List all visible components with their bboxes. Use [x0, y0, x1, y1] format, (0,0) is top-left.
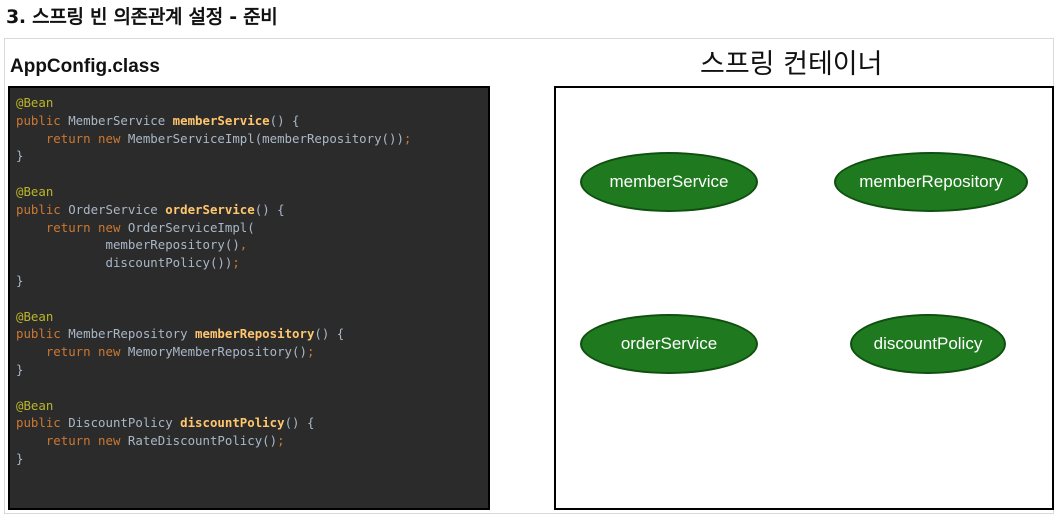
code-line [16, 290, 488, 308]
bean-order-service: orderService [580, 314, 758, 374]
code-token: MemberService [68, 112, 173, 128]
code-token: () { [254, 201, 285, 217]
code-token: MemberRepository [68, 326, 196, 342]
code-line: return new OrderServiceImpl( [16, 219, 488, 237]
spring-container-box: memberService memberRepository orderServ… [554, 86, 1054, 510]
code-token: return new [16, 219, 128, 235]
code-token: ; [277, 433, 285, 449]
code-token: return new [16, 130, 128, 146]
code-token: } [16, 148, 24, 164]
code-token: @Bean [16, 308, 54, 324]
code-line: @Bean [16, 183, 488, 201]
code-line: @Bean [16, 397, 488, 415]
code-token: orderService [165, 201, 255, 217]
code-line: discountPolicy()); [16, 254, 488, 272]
code-token: public [16, 415, 69, 431]
code-token: } [16, 272, 24, 288]
code-line: @Bean [16, 94, 488, 112]
code-line: public DiscountPolicy discountPolicy() { [16, 414, 488, 432]
code-token: MemberServiceImpl(memberRepository()) [127, 130, 404, 146]
spring-container-label: 스프링 컨테이너 [700, 49, 883, 80]
code-token: memberService [172, 112, 270, 128]
config-class-label: AppConfig.class [10, 56, 160, 77]
code-token: discountPolicy [180, 415, 285, 431]
page-title: 3. 스프링 빈 의존관계 설정 - 준비 [6, 6, 278, 28]
code-line: public MemberService memberService() { [16, 112, 488, 130]
code-token: OrderServiceImpl( [127, 219, 255, 235]
code-token: MemoryMemberRepository() [127, 344, 307, 360]
code-line: memberRepository(), [16, 236, 488, 254]
code-line: } [16, 450, 488, 468]
code-line [16, 165, 488, 183]
code-token: , [239, 237, 248, 253]
code-token: DiscountPolicy [68, 415, 181, 431]
code-token: } [16, 361, 24, 377]
code-token: () { [284, 415, 315, 431]
code-line: return new MemoryMemberRepository(); [16, 343, 488, 361]
code-line: } [16, 361, 488, 379]
code-token: return new [16, 344, 128, 360]
code-token: public [16, 112, 69, 128]
code-line [16, 379, 488, 397]
bean-member-repository: memberRepository [834, 152, 1028, 212]
code-line: @Bean [16, 308, 488, 326]
code-line: public OrderService orderService() { [16, 201, 488, 219]
code-token: memberRepository [195, 326, 315, 342]
code-token: RateDiscountPolicy() [127, 433, 278, 449]
code-token: () { [314, 326, 345, 342]
code-token: public [16, 326, 69, 342]
bean-discount-policy: discountPolicy [850, 314, 1006, 374]
code-line: return new MemberServiceImpl(memberRepos… [16, 130, 488, 148]
code-token: OrderService [68, 201, 166, 217]
code-token: @Bean [16, 397, 54, 413]
code-token: ; [403, 130, 412, 146]
code-token: discountPolicy()) [16, 255, 233, 271]
code-token: public [16, 201, 69, 217]
code-token: return new [16, 433, 128, 449]
code-token: memberRepository() [16, 237, 240, 253]
code-line: return new RateDiscountPolicy(); [16, 432, 488, 450]
bean-member-service: memberService [580, 152, 758, 212]
code-token: @Bean [16, 95, 54, 110]
code-token: ; [232, 255, 240, 271]
code-token: } [16, 450, 24, 466]
code-token: ; [306, 344, 315, 360]
code-line: } [16, 272, 488, 290]
code-token: @Bean [16, 183, 54, 199]
code-line: public MemberRepository memberRepository… [16, 325, 488, 343]
code-token: () { [269, 112, 300, 128]
code-line: } [16, 147, 488, 165]
